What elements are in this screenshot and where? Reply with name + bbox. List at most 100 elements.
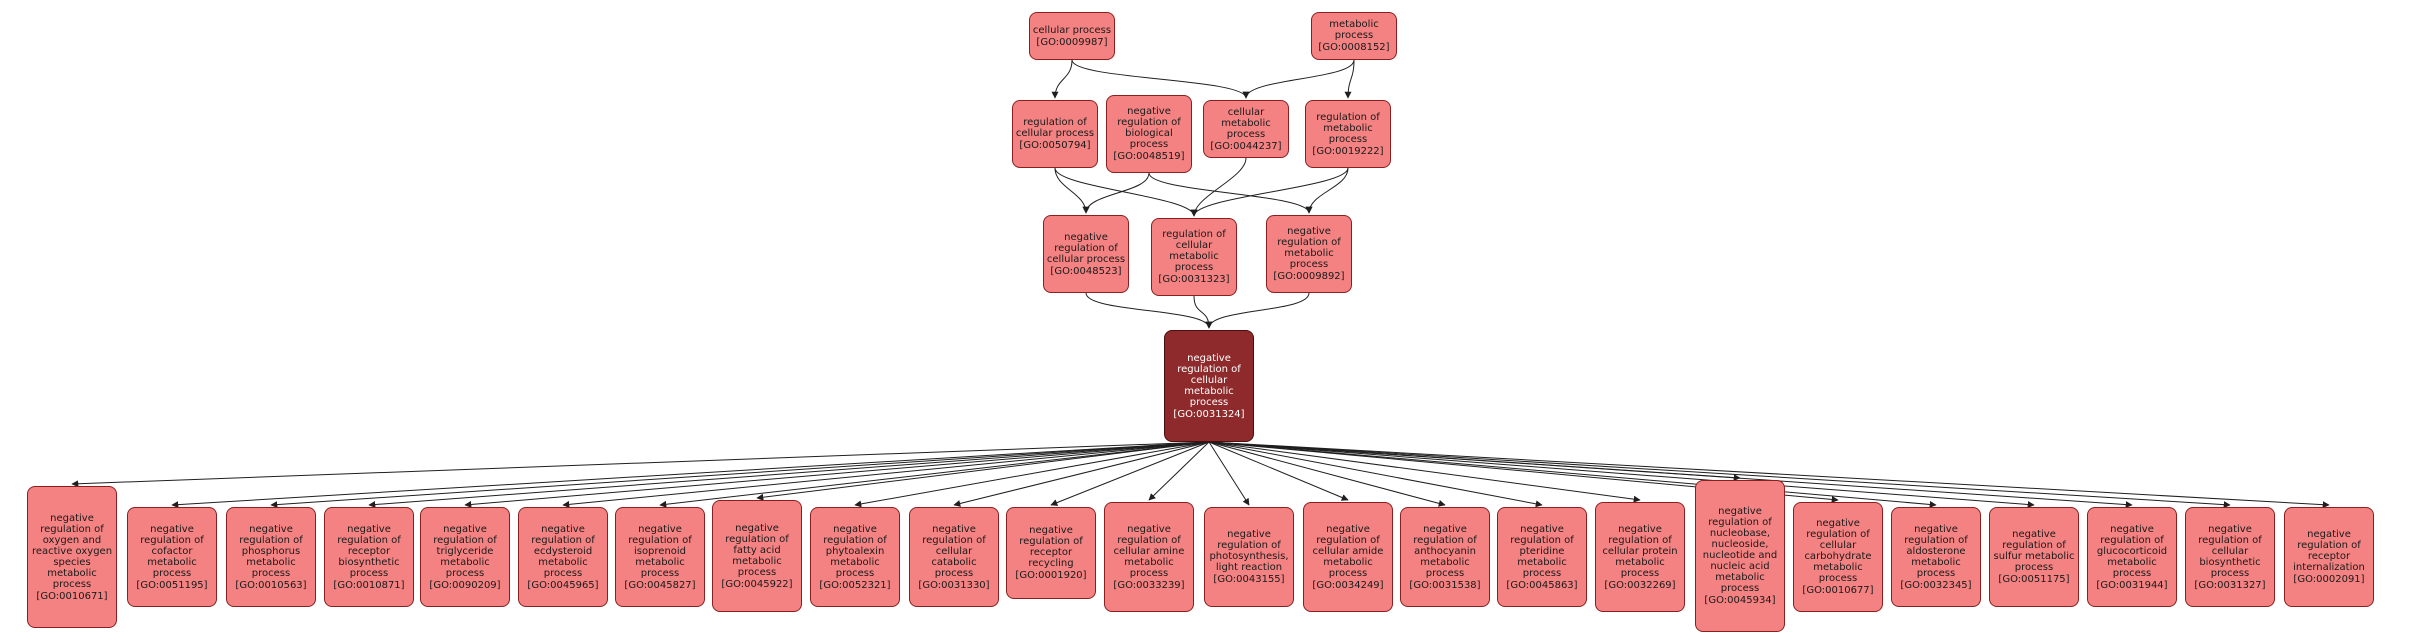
go-node-go-0031944[interactable]: negative regulation of glucocorticoid me… [2087, 507, 2177, 607]
go-term-id: [GO:0051175] [1998, 574, 2070, 585]
go-term-label: negative regulation of sulfur metabolic … [1993, 529, 2075, 573]
edge-GO-0031324-to-GO-0045827 [659, 441, 1210, 508]
go-term-id: [GO:0019222] [1312, 145, 1384, 157]
go-term-id: [GO:0090209] [429, 579, 501, 591]
go-term-label: negative regulation of glucocorticoid me… [2096, 523, 2168, 579]
go-node-go-0009987[interactable]: cellular process[GO:0009987] [1029, 12, 1115, 60]
go-node-go-0019222[interactable]: regulation of metabolic process[GO:00192… [1305, 100, 1391, 168]
go-term-label: negative regulation of biological proces… [1117, 106, 1181, 150]
go-node-go-0045934[interactable]: negative regulation of nucleobase, nucle… [1695, 480, 1785, 632]
edge-GO-0031324-to-GO-0033239 [1148, 441, 1210, 501]
go-term-id: [GO:0031324] [1173, 408, 1245, 420]
edge-GO-0031324-to-GO-0045922 [756, 441, 1210, 501]
go-term-label: negative regulation of nucleobase, nucle… [1702, 506, 1778, 594]
go-term-id: [GO:0032269] [1604, 579, 1676, 591]
go-term-id: [GO:0031327] [2194, 579, 2266, 591]
go-term-label: negative regulation of pteridine metabol… [1510, 523, 1574, 579]
edge-GO-0031324-to-GO-0031330 [953, 441, 1210, 507]
edge-GO-0031324-to-GO-0010671 [71, 441, 1210, 488]
go-node-go-0008152[interactable]: metabolic process[GO:0008152] [1311, 12, 1397, 60]
go-term-label: negative regulation of cellular cataboli… [922, 523, 986, 579]
go-term-id: [GO:0034249] [1312, 579, 1384, 591]
go-term-label: negative regulation of ecdysteroid metab… [531, 523, 595, 579]
go-term-id: [GO:0051195] [136, 579, 208, 591]
edge-GO-0031324-to-GO-0051175 [1208, 441, 2035, 509]
go-term-id: [GO:0045934] [1704, 595, 1776, 606]
go-term-label: metabolic process [1329, 19, 1379, 41]
go-term-id: [GO:0048519] [1113, 151, 1185, 162]
edge-GO-0031324-to-GO-0051195 [171, 441, 1210, 509]
edge-GO-0048519-to-GO-0048523 [1082, 172, 1150, 214]
go-node-go-0031324[interactable]: negative regulation of cellular metaboli… [1164, 330, 1254, 442]
go-term-label: negative regulation of triglyceride meta… [433, 523, 497, 579]
edge-GO-0009987-to-GO-0044237 [1071, 59, 1250, 99]
go-node-go-0031330[interactable]: negative regulation of cellular cataboli… [909, 507, 999, 607]
go-term-label: negative regulation of cellular biosynth… [2198, 523, 2262, 579]
go-node-go-0045965[interactable]: negative regulation of ecdysteroid metab… [518, 507, 608, 607]
go-node-go-0031323[interactable]: regulation of cellular metabolic process… [1151, 218, 1237, 296]
go-term-label: regulation of cellular process [1015, 117, 1095, 139]
go-node-go-0051175[interactable]: negative regulation of sulfur metabolic … [1989, 507, 2079, 607]
go-node-go-0010871[interactable]: negative regulation of receptor biosynth… [324, 507, 414, 607]
go-term-label: negative regulation of isoprenoid metabo… [628, 523, 692, 579]
edge-GO-0031324-to-GO-0010871 [368, 441, 1210, 509]
go-node-go-0090209[interactable]: negative regulation of triglyceride meta… [420, 507, 510, 607]
edge-GO-0031324-to-GO-0090209 [464, 441, 1210, 508]
go-term-label: negative regulation of cofactor metaboli… [140, 523, 204, 579]
edge-GO-0031324-to-GO-0045934 [1208, 441, 1741, 482]
edge-GO-0031324-to-GO-0052321 [854, 441, 1210, 508]
go-node-go-0034249[interactable]: negative regulation of cellular amide me… [1303, 502, 1393, 612]
go-term-id: [GO:0031538] [1409, 579, 1481, 591]
go-term-id: [GO:0045827] [624, 579, 696, 591]
go-term-label: negative regulation of cellular process [1046, 231, 1126, 265]
go-term-label: negative regulation of oxygen and reacti… [31, 512, 113, 590]
edge-GO-0031324-to-GO-0032345 [1208, 441, 1937, 508]
edge-GO-0031324-to-GO-0032269 [1208, 441, 1641, 503]
go-term-id: [GO:0001920] [1015, 570, 1087, 581]
go-node-go-0031538[interactable]: negative regulation of anthocyanin metab… [1400, 507, 1490, 607]
edge-GO-0031323-to-GO-0031324 [1193, 295, 1213, 329]
go-term-id: [GO:0031330] [918, 579, 990, 591]
go-node-go-0031327[interactable]: negative regulation of cellular biosynth… [2185, 507, 2275, 607]
edge-GO-0050794-to-GO-0048523 [1054, 167, 1090, 214]
go-node-go-0010563[interactable]: negative regulation of phosphorus metabo… [226, 507, 316, 607]
go-term-id: [GO:0002091] [2293, 574, 2365, 585]
go-node-go-0033239[interactable]: negative regulation of cellular amine me… [1104, 502, 1194, 612]
go-node-go-0045827[interactable]: negative regulation of isoprenoid metabo… [615, 507, 705, 607]
go-node-go-0009892[interactable]: negative regulation of metabolic process… [1266, 215, 1352, 293]
go-node-go-0045922[interactable]: negative regulation of fatty acid metabo… [712, 500, 802, 612]
go-term-id: [GO:0043155] [1213, 574, 1285, 585]
go-node-go-0043155[interactable]: negative regulation of photosynthesis, l… [1204, 507, 1294, 607]
go-node-go-0051195[interactable]: negative regulation of cofactor metaboli… [127, 507, 217, 607]
go-term-label: negative regulation of cellular metaboli… [1177, 352, 1241, 408]
go-node-go-0048519[interactable]: negative regulation of biological proces… [1106, 95, 1192, 173]
go-term-id: [GO:0009987] [1036, 36, 1108, 48]
go-node-go-0001920[interactable]: negative regulation of receptor recyclin… [1006, 507, 1096, 599]
edge-GO-0031324-to-GO-0043155 [1208, 441, 1250, 506]
go-node-go-0052321[interactable]: negative regulation of phytoalexin metab… [810, 507, 900, 607]
go-term-label: negative regulation of receptor biosynth… [337, 523, 401, 579]
go-node-go-0032345[interactable]: negative regulation of aldosterone metab… [1891, 507, 1981, 607]
go-term-label: negative regulation of phytoalexin metab… [823, 523, 887, 579]
go-term-label: negative regulation of cellular carbohyd… [1804, 518, 1872, 584]
go-node-go-0010671[interactable]: negative regulation of oxygen and reacti… [27, 486, 117, 628]
go-term-label: negative regulation of receptor recyclin… [1019, 525, 1083, 569]
go-node-go-0032269[interactable]: negative regulation of cellular protein … [1595, 502, 1685, 612]
edge-GO-0009892-to-GO-0031324 [1205, 292, 1310, 329]
go-term-id: [GO:0031323] [1158, 274, 1230, 285]
go-term-label: negative regulation of phosphorus metabo… [239, 523, 303, 579]
go-term-label: negative regulation of fatty acid metabo… [725, 522, 789, 578]
go-node-go-0002091[interactable]: negative regulation of receptor internal… [2284, 507, 2374, 607]
edge-GO-0031324-to-GO-0010563 [270, 441, 1210, 509]
go-term-label: negative regulation of cellular amide me… [1312, 523, 1384, 579]
go-node-go-0048523[interactable]: negative regulation of cellular process[… [1043, 215, 1129, 293]
edge-GO-0048519-to-GO-0009892 [1148, 172, 1313, 214]
go-node-go-0010677[interactable]: negative regulation of cellular carbohyd… [1793, 502, 1883, 612]
go-node-go-0044237[interactable]: cellular metabolic process[GO:0044237] [1203, 100, 1289, 158]
go-node-go-0045863[interactable]: negative regulation of pteridine metabol… [1497, 507, 1587, 607]
go-node-go-0050794[interactable]: regulation of cellular process[GO:005079… [1012, 100, 1098, 168]
edge-GO-0008152-to-GO-0019222 [1344, 59, 1355, 99]
go-term-id: [GO:0009892] [1273, 271, 1345, 282]
go-term-id: [GO:0010563] [235, 579, 307, 591]
go-term-id: [GO:0010671] [36, 590, 108, 602]
